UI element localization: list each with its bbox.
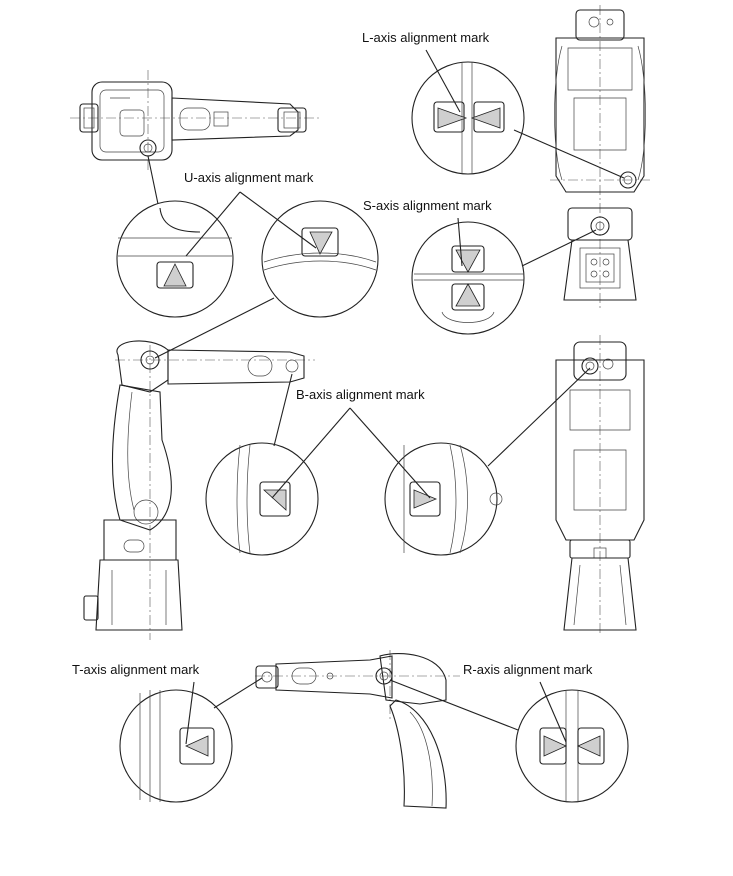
u-axis-detail-left xyxy=(116,200,234,318)
u-axis-detail-right xyxy=(261,200,379,318)
t-axis-detail xyxy=(119,689,233,803)
l-axis-detail xyxy=(411,61,525,175)
robot-top-view xyxy=(70,70,320,170)
robot-front-view-lower xyxy=(555,335,645,635)
robot-arm-bottom-view xyxy=(255,650,460,809)
r-axis-detail xyxy=(515,689,629,803)
t-axis-label: T-axis alignment mark xyxy=(72,662,200,677)
s-axis-detail xyxy=(411,221,525,335)
l-axis-label: L-axis alignment mark xyxy=(362,30,490,45)
leader-lines xyxy=(147,49,625,745)
robot-front-view xyxy=(550,5,650,310)
u-axis-label: U-axis alignment mark xyxy=(184,170,314,185)
b-axis-detail-left xyxy=(205,442,319,556)
robot-side-view xyxy=(83,340,315,640)
r-axis-label: R-axis alignment mark xyxy=(463,662,593,677)
b-axis-label: B-axis alignment mark xyxy=(296,387,425,402)
b-axis-detail-right xyxy=(384,442,503,556)
s-axis-label: S-axis alignment mark xyxy=(363,198,492,213)
